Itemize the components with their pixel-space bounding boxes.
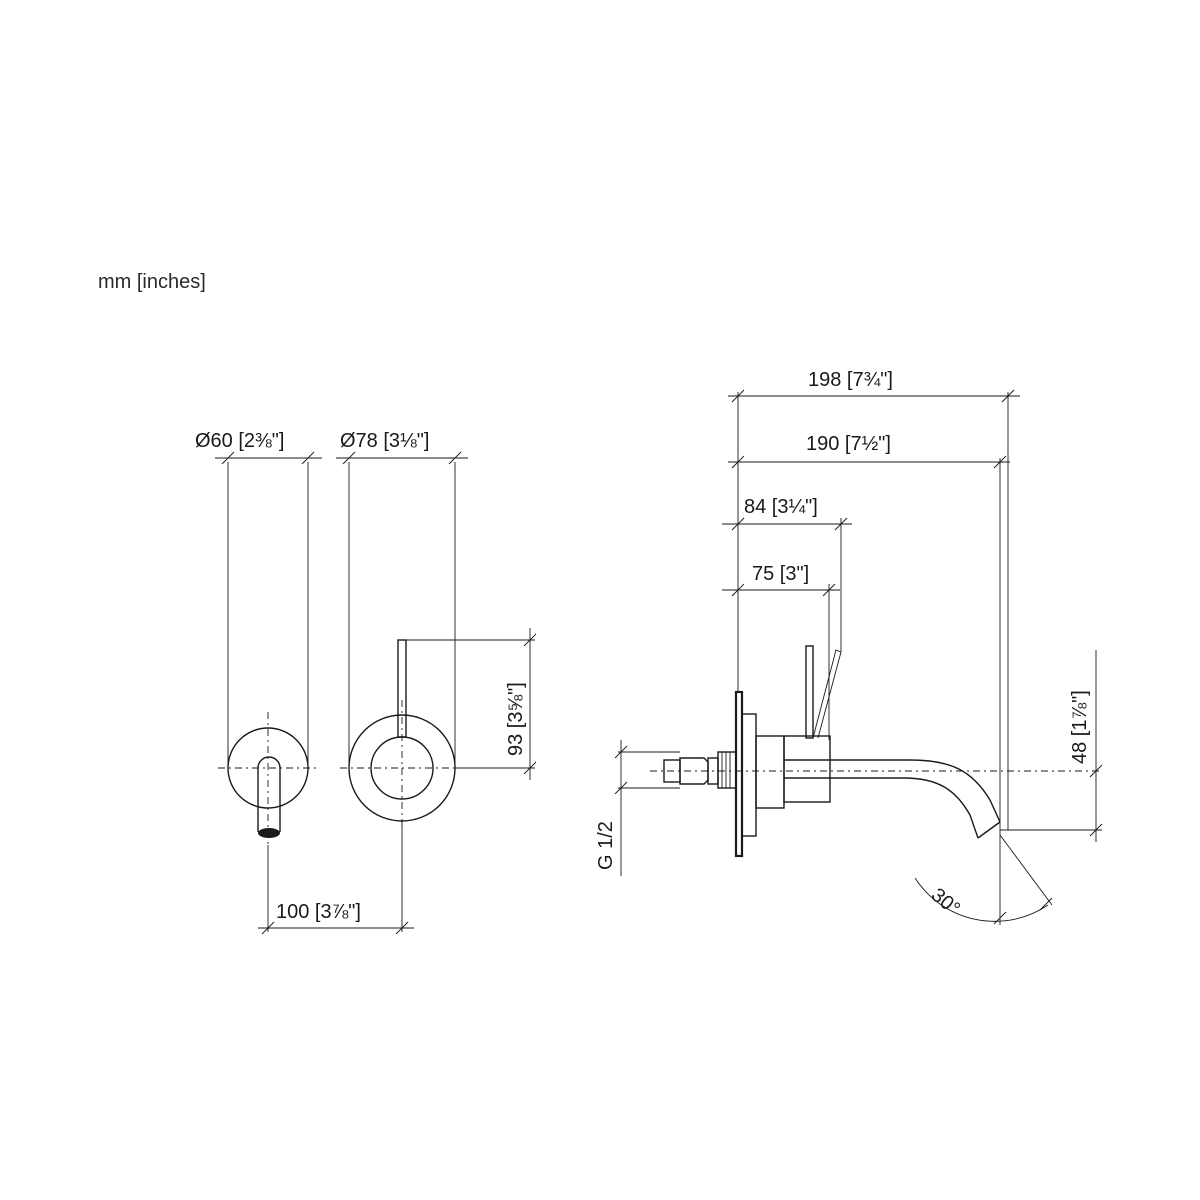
lever-tilted	[812, 649, 842, 739]
dim-tick	[342, 451, 356, 465]
dim-tick	[834, 517, 848, 531]
dim-tick	[614, 781, 628, 795]
angle-outlet-line	[999, 834, 1053, 906]
lever-upright	[805, 645, 814, 739]
dim-tick	[993, 455, 1007, 469]
spout-outlet	[258, 828, 280, 838]
side-view: G 1/2 198 [7¾"] 190 [7½"] 84 [3¼"] 75 [3…	[595, 369, 1103, 925]
dim-tick	[1089, 823, 1103, 837]
dim-total-projection-label: 198 [7¾"]	[808, 369, 893, 391]
angle-arc	[914, 877, 1049, 922]
dim-tick	[993, 911, 1007, 925]
dim-lever-projection-label: 75 [3"]	[752, 563, 809, 585]
dim-spout-height-label: 48 [1⅞"]	[1069, 690, 1091, 764]
dim-spout-angle-label: 30°	[927, 884, 964, 920]
dim-lever-max-label: 84 [3¼"]	[744, 496, 818, 518]
dim-rosette-lever-label: Ø78 [3⅛"]	[340, 430, 429, 452]
dim-tick	[731, 455, 745, 469]
dim-rosette-spout-label: Ø60 [2⅜"]	[195, 430, 284, 452]
dim-tick	[523, 633, 537, 647]
spout-upper-edge	[784, 759, 1001, 823]
dim-spout-projection-label: 190 [7½"]	[806, 433, 891, 455]
lever-base	[783, 735, 831, 803]
dim-tick	[614, 745, 628, 759]
dim-tick	[822, 583, 836, 597]
dim-tick	[1039, 897, 1053, 911]
dim-tick	[261, 921, 275, 935]
dim-tick	[221, 451, 235, 465]
dim-tick	[731, 517, 745, 531]
dim-connection-label: G 1/2	[595, 821, 617, 870]
dim-center-distance-label: 100 [3⅞"]	[276, 901, 361, 923]
spout-tube-front	[257, 756, 281, 832]
front-view-lever: Ø78 [3⅛"] 93 [3⅝"] 100 [3⅞"]	[258, 430, 537, 935]
spout-lower-edge	[784, 777, 979, 839]
dim-tick	[395, 921, 409, 935]
dim-tick	[731, 583, 745, 597]
valve-body	[755, 735, 785, 809]
dim-tick	[1001, 389, 1015, 403]
units-label: mm [inches]	[98, 271, 206, 293]
dim-tick	[731, 389, 745, 403]
spout-outlet-face	[977, 821, 1001, 839]
dim-tick	[1089, 764, 1103, 778]
front-view-spout: Ø60 [2⅜"]	[195, 430, 322, 845]
dim-tick	[301, 451, 315, 465]
mounting-flange	[741, 713, 757, 837]
dim-tick	[448, 451, 462, 465]
dim-tick	[523, 761, 537, 775]
wall-plate	[734, 690, 744, 858]
thread-sleeve	[717, 751, 737, 789]
dim-lever-height-label: 93 [3⅝"]	[505, 682, 527, 756]
